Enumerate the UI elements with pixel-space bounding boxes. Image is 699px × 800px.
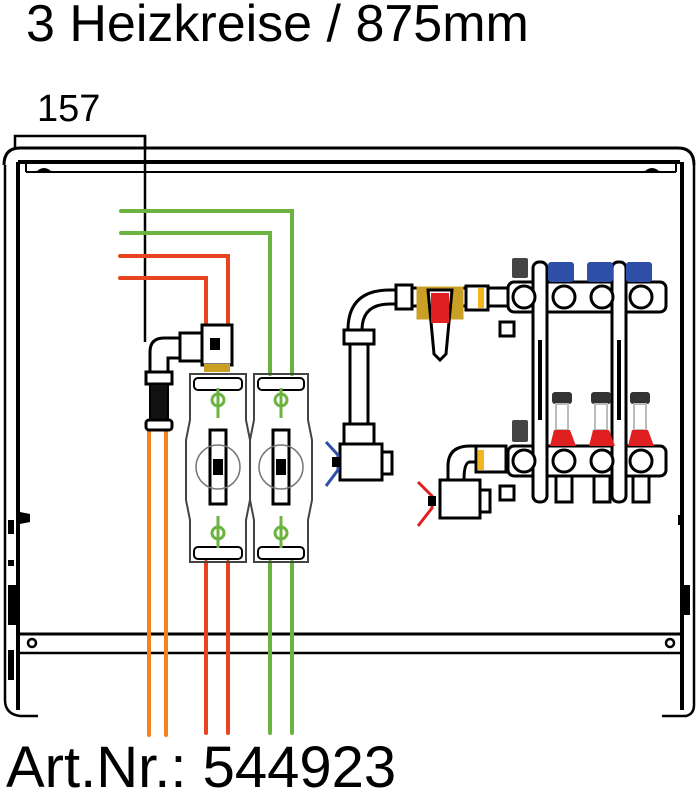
- flow-meters: [550, 392, 654, 446]
- pump-unit-1: [185, 373, 251, 563]
- dimension-label: 157: [37, 88, 101, 130]
- screw-left: [26, 637, 38, 649]
- left-latch: [8, 512, 30, 680]
- green-return-pipes: [119, 209, 294, 735]
- blue-valve-caps: [548, 262, 652, 282]
- bottom-manifold-inlet: [416, 444, 508, 527]
- right-latch: [678, 515, 690, 615]
- page-title: 3 Heizkreise / 875mm: [26, 0, 529, 53]
- pump-unit-2: [249, 373, 313, 563]
- air-vents: [512, 258, 528, 442]
- tee-fitting: [200, 323, 234, 372]
- drain-valves: [498, 320, 516, 502]
- supply-riser-with-valve: [324, 283, 414, 487]
- left-elbow-fitting: [144, 331, 204, 432]
- top-hinge-right: [644, 168, 660, 172]
- top-manifold-inlet: [412, 284, 508, 363]
- manifold: [506, 260, 668, 504]
- article-number: Art.Nr.: 544923: [6, 735, 397, 800]
- screw-right: [664, 637, 676, 649]
- orange-supply-pipes: [147, 428, 168, 737]
- top-hinge-left: [36, 168, 52, 172]
- cabinet-frame: [2, 146, 696, 718]
- red-flow-pipes: [118, 254, 230, 735]
- dimension-bracket: [13, 134, 147, 148]
